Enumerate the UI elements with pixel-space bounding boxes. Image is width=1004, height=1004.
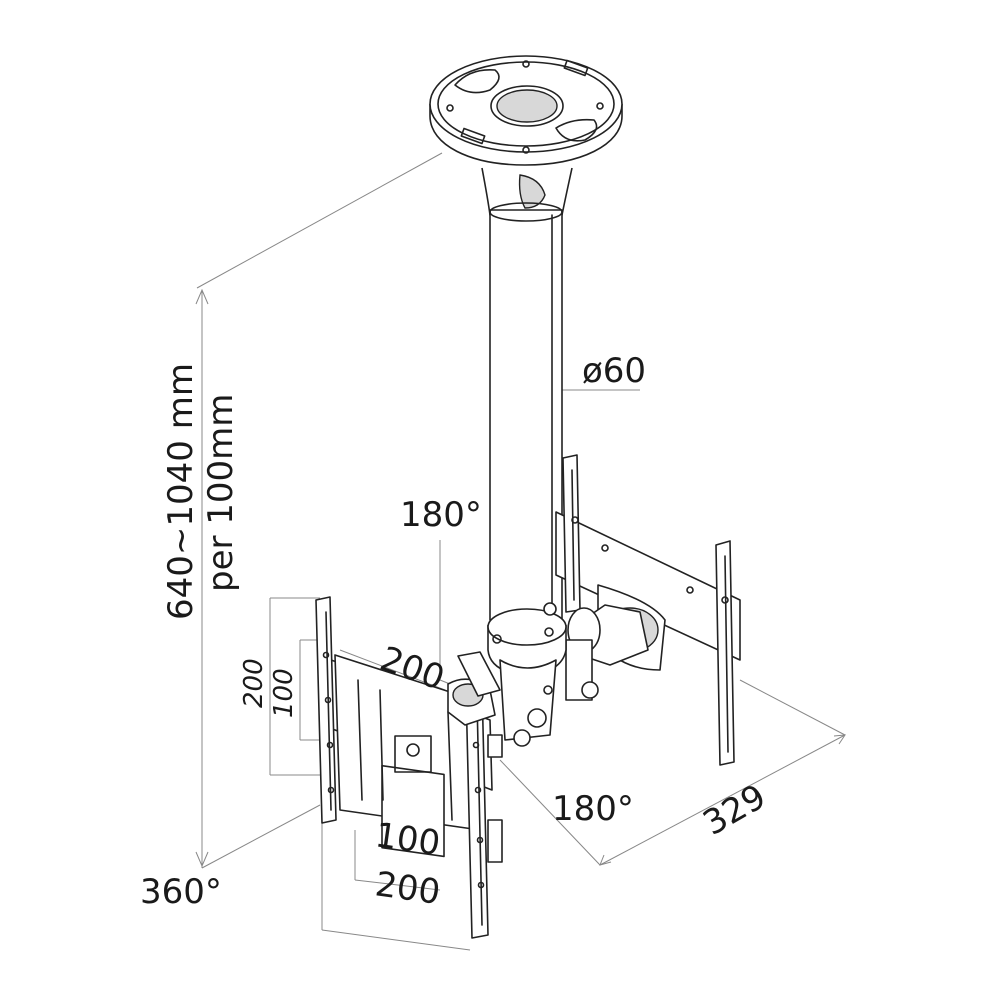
depth-label: 329 — [697, 777, 773, 844]
pole-collar — [487, 602, 567, 747]
left-vertical-100-label: 100 — [269, 668, 299, 718]
pole — [489, 202, 563, 621]
swivel-angle-label: 180° — [552, 789, 634, 829]
right-bracket — [555, 454, 741, 766]
left-vertical-200-label: 200 — [239, 658, 269, 708]
bottom-100-label: 100 — [373, 815, 443, 864]
ceiling-plate — [429, 55, 623, 216]
height-step-label: per 100mm — [201, 394, 241, 592]
pole-diameter-label: ø60 — [582, 351, 646, 391]
height-range-label: 640~1040 mm — [161, 363, 201, 620]
left-bracket — [315, 596, 503, 939]
rotation-label: 360° — [140, 872, 222, 912]
tilt-angle-label: 180° — [400, 495, 482, 535]
bottom-200-label: 200 — [373, 864, 443, 913]
